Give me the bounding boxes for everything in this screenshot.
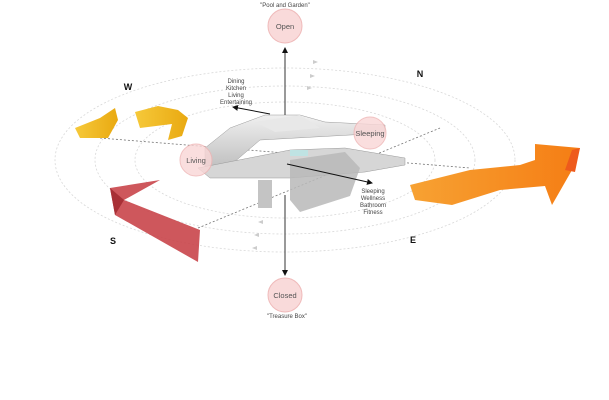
orbit-arrows bbox=[252, 60, 318, 250]
function-item: Fitness bbox=[363, 210, 382, 216]
function-item: Dining bbox=[227, 79, 244, 85]
sleeping-label: Sleeping bbox=[355, 129, 384, 138]
compass-south: S bbox=[110, 236, 116, 246]
east-sun-plane bbox=[410, 144, 580, 205]
function-item: Bathroom bbox=[360, 203, 386, 209]
west-sun-planes bbox=[75, 106, 188, 140]
open-label: Open bbox=[276, 22, 294, 31]
function-item: Living bbox=[228, 93, 244, 99]
living-label: Living bbox=[186, 156, 206, 165]
living-functions-list: Dining Kitchen Living Entertaining bbox=[220, 79, 252, 106]
function-item: Entertaining bbox=[220, 100, 252, 106]
function-item: Wellness bbox=[361, 196, 385, 202]
compass-west: W bbox=[124, 82, 133, 92]
sleeping-zone: Sleeping bbox=[353, 116, 387, 150]
sleeping-functions-arrow bbox=[286, 163, 373, 185]
living-functions-arrow bbox=[232, 104, 271, 115]
open-zone: "Pool and Garden" Open bbox=[260, 3, 310, 44]
living-zone: Living bbox=[179, 143, 213, 177]
closed-caption: "Treasure Box" bbox=[267, 314, 307, 320]
function-item: Kitchen bbox=[226, 86, 246, 92]
compass-north: N bbox=[417, 69, 424, 79]
south-sun-plane bbox=[110, 180, 200, 262]
house-model bbox=[197, 114, 406, 212]
closed-zone: Closed "Treasure Box" bbox=[267, 277, 307, 320]
function-item: Sleeping bbox=[361, 189, 384, 195]
sleeping-functions-list: Sleeping Wellness Bathroom Fitness bbox=[360, 189, 386, 216]
closed-label: Closed bbox=[273, 291, 296, 300]
open-caption: "Pool and Garden" bbox=[260, 3, 310, 9]
compass-east: E bbox=[410, 235, 416, 245]
